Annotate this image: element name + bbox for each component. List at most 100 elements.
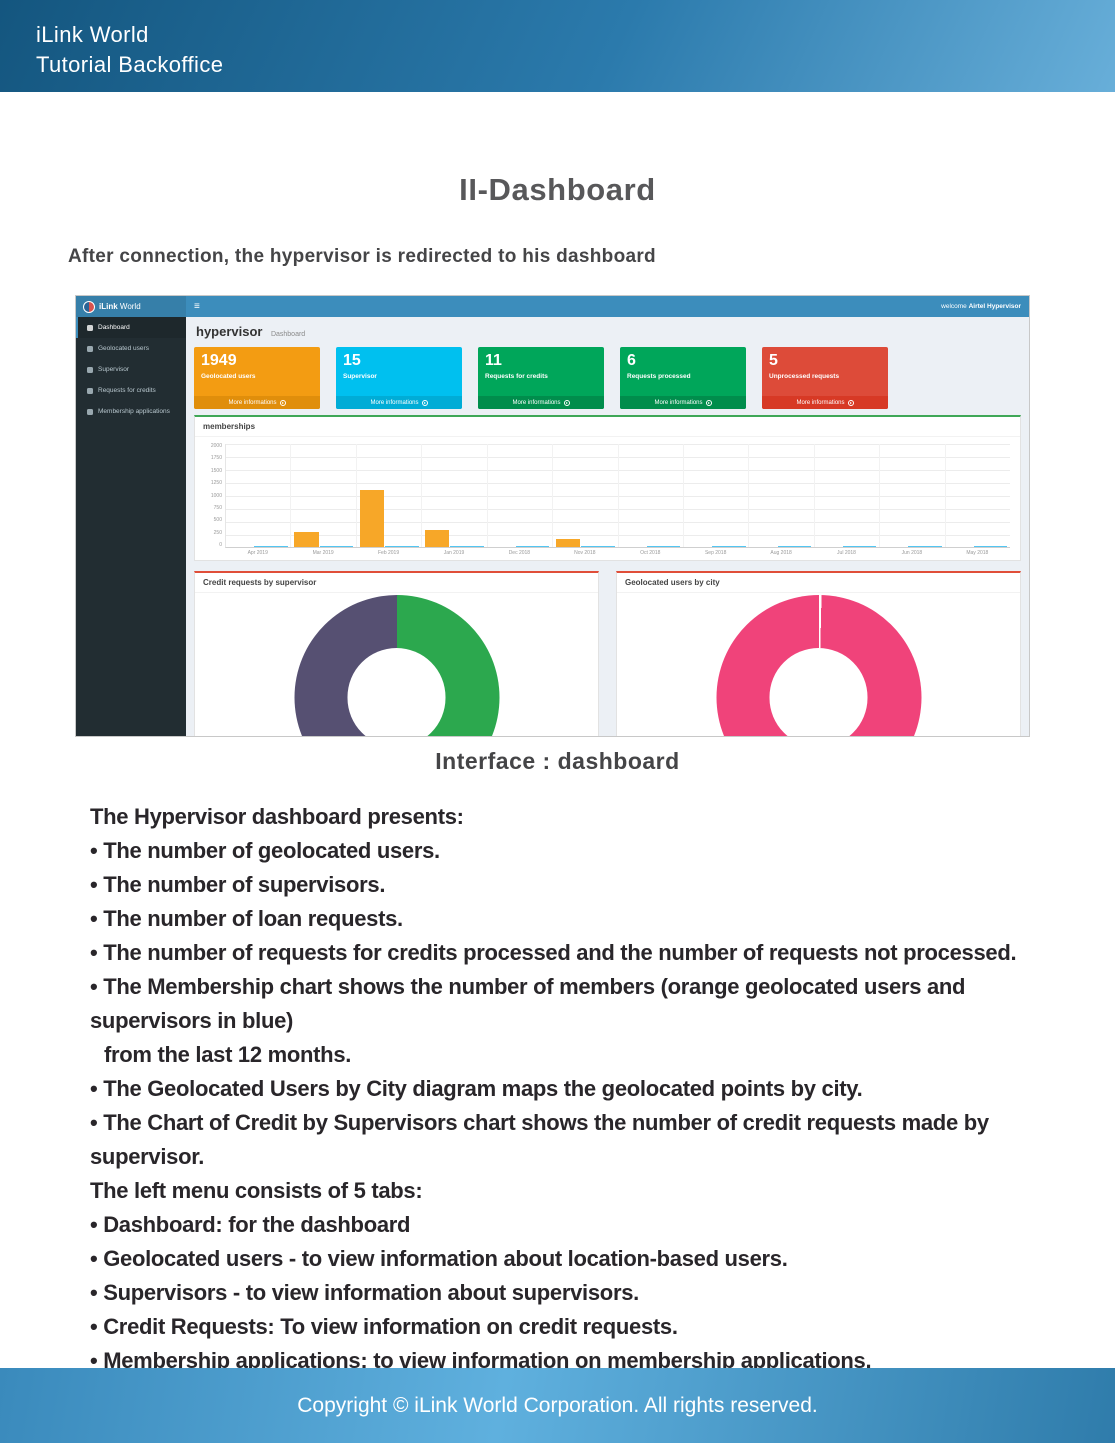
sidebar-toggle-icon[interactable]: ≡	[194, 300, 200, 312]
page-header-title: hypervisor	[196, 324, 263, 339]
stat-value: 5	[769, 352, 778, 369]
dashboard-icon	[87, 324, 93, 331]
geolocated-users-panel: Geolocated users by city	[616, 571, 1021, 736]
chart-column	[552, 444, 617, 547]
sidebar-item-membership-applications[interactable]: Membership applications	[76, 401, 186, 422]
more-info-label: More informations	[512, 399, 561, 406]
chart-column	[226, 444, 290, 547]
text-line: • The number of geolocated users.	[90, 838, 440, 863]
stat-card-unprocessed-requests: 5 Unprocessed requests More informations	[762, 347, 888, 409]
stat-label: Unprocessed requests	[769, 372, 840, 380]
supervisors-bar	[646, 545, 681, 547]
x-tick-label: Sep 2018	[704, 550, 727, 556]
geolocated-users-bar	[359, 490, 385, 547]
sidebar-item-dashboard[interactable]: Dashboard	[76, 317, 186, 338]
x-tick-label: May 2018	[966, 550, 989, 556]
more-info-link[interactable]: More informations	[762, 396, 888, 409]
more-info-link[interactable]: More informations	[620, 396, 746, 409]
page-header: hypervisor Dashboard	[186, 317, 1029, 345]
more-info-label: More informations	[370, 399, 419, 406]
chart-column	[355, 444, 421, 547]
stat-value: 15	[343, 352, 361, 369]
header-brand-line2: Tutorial Backoffice	[36, 52, 224, 77]
section-intro: After connection, the hypervisor is redi…	[68, 246, 656, 267]
text-line: • The Chart of Credit by Supervisors cha…	[90, 1110, 989, 1169]
arrow-circle-icon	[847, 399, 854, 406]
y-tick-label: 1750	[210, 455, 222, 462]
stat-cards-row: 1949 Geolocated users More informations …	[186, 345, 1029, 411]
main-content: hypervisor Dashboard 1949 Geolocated use…	[186, 317, 1029, 736]
sidebar: Dashboard Geolocated users Supervisor Re…	[76, 317, 186, 736]
stat-card-body: 11 Requests for credits	[478, 347, 604, 396]
supervisors-bar	[973, 545, 1008, 547]
stat-card-requests-for-credits: 11 Requests for credits More information…	[478, 347, 604, 409]
app-brand[interactable]: iLink World	[76, 296, 186, 317]
stat-value: 11	[485, 352, 502, 369]
supervisors-bar	[450, 545, 484, 547]
text-line: from the last 12 months.	[104, 1042, 352, 1067]
text-line: The left menu consists of 5 tabs:	[90, 1178, 423, 1203]
stat-card-body: 15 Supervisor	[336, 347, 462, 396]
copyright-text: Copyright © iLink World Corporation. All…	[297, 1393, 818, 1417]
y-tick-label: 250	[213, 529, 222, 536]
x-tick-label: Jul 2018	[837, 550, 856, 556]
sidebar-item-geolocated-users[interactable]: Geolocated users	[76, 338, 186, 359]
x-tick-label: Feb 2019	[377, 550, 400, 556]
chart-column	[617, 444, 683, 547]
sidebar-item-label: Membership applications	[98, 408, 170, 415]
stat-value: 1949	[201, 352, 237, 369]
x-tick-label: Jun 2018	[901, 550, 923, 556]
figure-caption: Interface : dashboard	[435, 748, 680, 774]
app-topbar: iLink World ≡ welcome Airtel Hypervisor	[76, 296, 1029, 317]
geolocated-users-bar	[425, 530, 450, 547]
text-line: • Dashboard: for the dashboard	[90, 1212, 411, 1237]
chart-column	[290, 444, 355, 547]
stat-card-supervisor: 15 Supervisor More informations	[336, 347, 462, 409]
user-menu[interactable]: welcome Airtel Hypervisor	[941, 303, 1029, 310]
stat-card-geolocated-users: 1949 Geolocated users More informations	[194, 347, 320, 409]
stat-card-body: 5 Unprocessed requests	[762, 347, 888, 396]
supervisors-bar	[843, 545, 877, 547]
y-tick-label: 500	[213, 517, 222, 524]
description-text: The Hypervisor dashboard presents: • The…	[90, 800, 1080, 1378]
text-line: • The Membership chart shows the number …	[90, 974, 966, 1033]
x-tick-label: Jan 2019	[443, 550, 465, 556]
memberships-panel-title: memberships	[195, 417, 1020, 437]
more-info-link[interactable]: More informations	[194, 396, 320, 409]
x-tick-label: Aug 2018	[770, 550, 792, 556]
supervisors-bar	[515, 545, 550, 547]
y-tick-label: 1250	[210, 480, 222, 487]
supervisor-icon	[87, 366, 93, 373]
arrow-circle-icon	[705, 399, 712, 406]
stat-card-body: 1949 Geolocated users	[194, 347, 320, 396]
supervisors-bar	[712, 545, 746, 547]
sidebar-item-requests-for-credits[interactable]: Requests for credits	[76, 380, 186, 401]
more-info-label: More informations	[228, 399, 277, 406]
supervisors-bar	[777, 545, 812, 547]
more-info-link[interactable]: More informations	[336, 396, 462, 409]
text-line: • Geolocated users - to view information…	[90, 1246, 788, 1271]
supervisors-bar	[385, 545, 419, 547]
text-line: • Credit Requests: To view information o…	[90, 1314, 678, 1339]
x-tick-label: Apr 2019	[247, 550, 268, 556]
geo-panel-title: Geolocated users by city	[617, 573, 1020, 593]
text-line: • The number of supervisors.	[90, 872, 386, 897]
donut-panels-row: Credit requests by supervisor Geolocated…	[194, 571, 1021, 736]
document-header: iLink World Tutorial Backoffice	[0, 0, 1115, 92]
more-info-link[interactable]: More informations	[478, 396, 604, 409]
arrow-circle-icon	[421, 399, 428, 406]
geo-donut-chart	[716, 595, 921, 736]
arrow-circle-icon	[279, 399, 286, 406]
welcome-username: Airtel Hypervisor	[968, 303, 1021, 310]
chart-column	[421, 444, 486, 547]
document-footer: Copyright © iLink World Corporation. All…	[0, 1368, 1115, 1443]
sidebar-item-supervisor[interactable]: Supervisor	[76, 359, 186, 380]
y-tick-label: 1500	[210, 467, 222, 474]
dashboard-screenshot: iLink World ≡ welcome Airtel Hypervisor …	[75, 295, 1030, 737]
supervisors-bar	[908, 545, 942, 547]
chart-column	[944, 444, 1010, 547]
y-tick-label: 750	[213, 504, 222, 511]
text-line: • The number of loan requests.	[90, 906, 403, 931]
